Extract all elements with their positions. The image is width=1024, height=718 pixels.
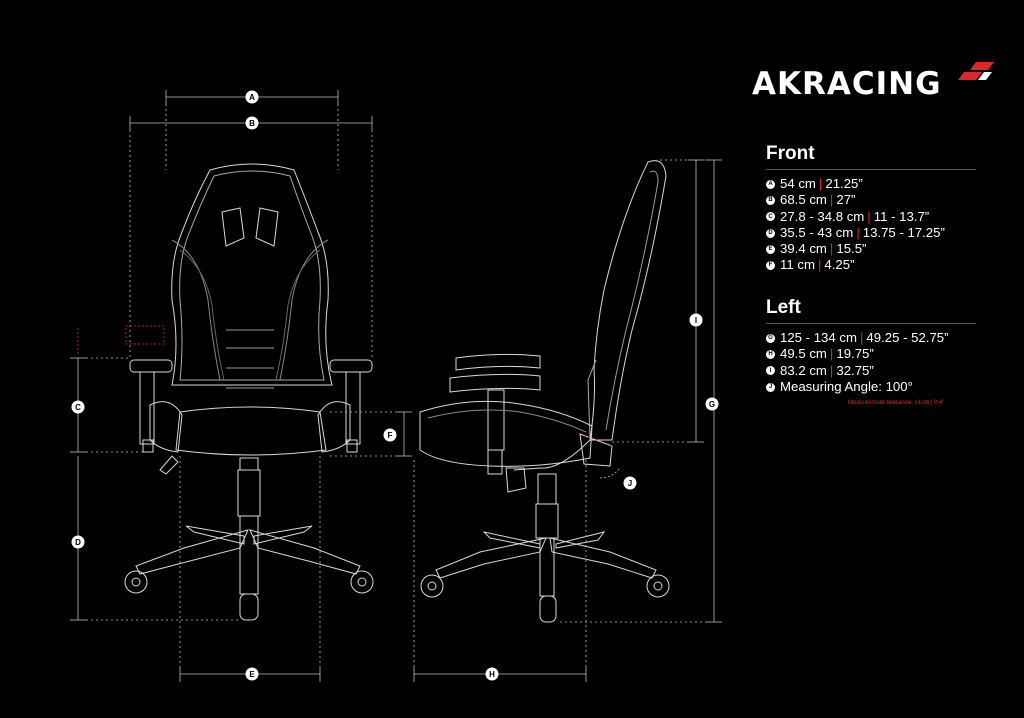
spec-item-j: J Measuring Angle: 100° [766,379,976,395]
spec-item-d: D 35.5 - 43 cm|13.75 - 17.25” [766,225,976,241]
brand-logo-mark [958,62,994,80]
dimension-label-f: F [383,428,397,442]
front-section-title: Front [766,143,976,170]
dimension-label-c: C [71,400,85,414]
spec-item-c: C 27.8 - 34.8 cm|11 - 13.7” [766,209,976,225]
spec-item-b: B 68.5 cm|27” [766,192,976,208]
spec-imperial: 15.5” [836,241,867,257]
dimension-label-i: I [689,313,703,327]
spec-item-a: A 54 cm|21.25” [766,176,976,192]
spec-separator: | [829,241,834,257]
spec-metric: 11 cm [780,257,815,273]
spec-imperial: 4.25” [824,257,855,273]
spec-letter-badge: C [766,212,775,222]
spec-separator: | [829,346,834,362]
left-section-title: Left [766,297,976,324]
spec-metric: 68.5 cm [780,192,827,208]
spec-letter-badge: A [766,179,775,189]
spec-metric: 54 cm [780,176,816,191]
spec-letter-badge: J [766,382,775,392]
spec-item-h: H 49.5 cm|19.75” [766,346,976,362]
spec-metric: 39.4 cm [780,241,827,257]
spec-metric: 125 - 134 cm [780,330,857,345]
spec-separator: | [817,257,822,273]
svg-text:C: C [75,403,81,412]
spec-imperial: 49.25 - 52.75” [866,330,949,345]
dimension-label-b: B [245,116,259,130]
dimension-label-h: H [485,667,499,681]
spec-metric: 83.2 cm [780,362,827,378]
svg-text:E: E [249,670,255,679]
spec-letter-badge: G [766,333,775,343]
dimension-label-e: E [245,667,259,681]
svg-text:A: A [249,93,255,102]
svg-text:I: I [695,316,697,325]
front-view-chair [124,163,374,621]
spec-letter-badge: E [766,244,775,254]
spec-letter-badge: D [766,228,775,238]
dimension-lines [70,90,722,682]
spec-imperial: 19.75” [836,346,874,362]
spec-separator: | [867,208,871,224]
spec-text: Measuring Angle: 100° [780,378,913,394]
spec-separator: | [829,362,834,378]
spec-separator: | [818,176,823,191]
svg-text:D: D [75,538,81,547]
spec-imperial: 11 - 13.7” [873,208,930,224]
dimension-label-a: A [245,90,259,104]
brand-name: AKRACING [752,66,942,102]
spec-letter-badge: I [766,366,775,376]
dimension-label-g: G [705,397,719,411]
spec-separator: | [856,224,860,240]
svg-text:H: H [489,670,495,679]
dimension-label-j: J [623,476,637,490]
spec-letter-badge: H [766,349,775,359]
spec-item-g: G 125 - 134 cm|49.25 - 52.75” [766,330,976,346]
svg-text:F: F [388,431,393,440]
spec-metric: 27.8 - 34.8 cm [780,208,865,224]
side-view-chair [419,160,670,623]
brand-logo: AKRACING [752,62,994,102]
spec-imperial: 27” [836,192,856,208]
spec-imperial: 21.25” [825,176,863,191]
spec-imperial: 13.75 - 17.25” [862,224,945,240]
spec-letter-badge: F [766,261,775,271]
spec-imperial: 32.75” [836,362,874,378]
dimension-label-d: D [71,535,85,549]
svg-text:G: G [709,400,715,409]
spec-item-f: F 11 cm|4.25” [766,257,976,273]
spec-letter-badge: B [766,195,775,205]
spec-metric: 35.5 - 43 cm [780,224,854,240]
spec-separator: | [829,192,834,208]
measurement-tolerance-note: Measurement tolerance: ±1cm | 0.4” [848,400,945,406]
spec-separator: | [859,330,864,345]
spec-metric: 49.5 cm [780,346,827,362]
svg-text:J: J [628,479,632,488]
spec-item-e: E 39.4 cm|15.5” [766,241,976,257]
spec-item-i: I 83.2 cm|32.75” [766,363,976,379]
red-highlights [77,325,613,447]
svg-text:B: B [249,119,255,128]
